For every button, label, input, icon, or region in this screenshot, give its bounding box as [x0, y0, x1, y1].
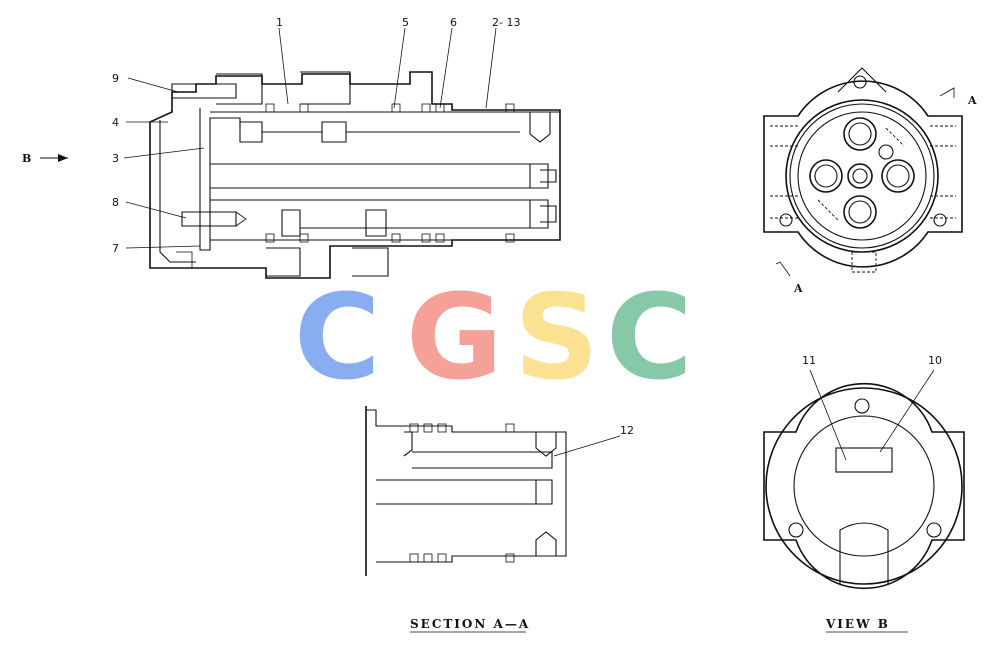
section-mark-bottom: A: [793, 282, 803, 295]
view-b-caption: VIEW B: [825, 617, 890, 631]
view-b-arrow-label: B: [22, 152, 31, 165]
callout-7: 7: [112, 242, 119, 255]
leader-lines: [123, 27, 497, 249]
watermark-logo: C G S C: [294, 268, 693, 406]
watermark-letter-1: C: [294, 268, 381, 406]
callout-12: 12: [620, 424, 634, 437]
section-mark-top: A: [967, 94, 977, 107]
callout-6: 6: [450, 16, 457, 29]
callout-5: 5: [402, 16, 409, 29]
view-b-arrow: [40, 154, 68, 162]
watermark-letter-3: S: [514, 268, 599, 406]
callout-10: 10: [928, 354, 942, 367]
callout-4: 4: [112, 116, 119, 129]
main-section-drawing: [149, 71, 561, 279]
callout-11: 11: [802, 354, 816, 367]
callout-3: 3: [112, 152, 119, 165]
view-b-drawing: [763, 369, 965, 590]
callout-1: 1: [276, 16, 283, 29]
callout-8: 8: [112, 196, 119, 209]
watermark-letter-2: G: [406, 268, 503, 406]
callout-2-13: 2- 13: [492, 16, 520, 29]
section-aa-caption: SECTION A—A: [410, 617, 530, 631]
callout-9: 9: [112, 72, 119, 85]
section-aa-drawing: [365, 406, 621, 576]
end-view-drawing: [763, 67, 963, 277]
watermark-letter-4: C: [606, 268, 693, 406]
